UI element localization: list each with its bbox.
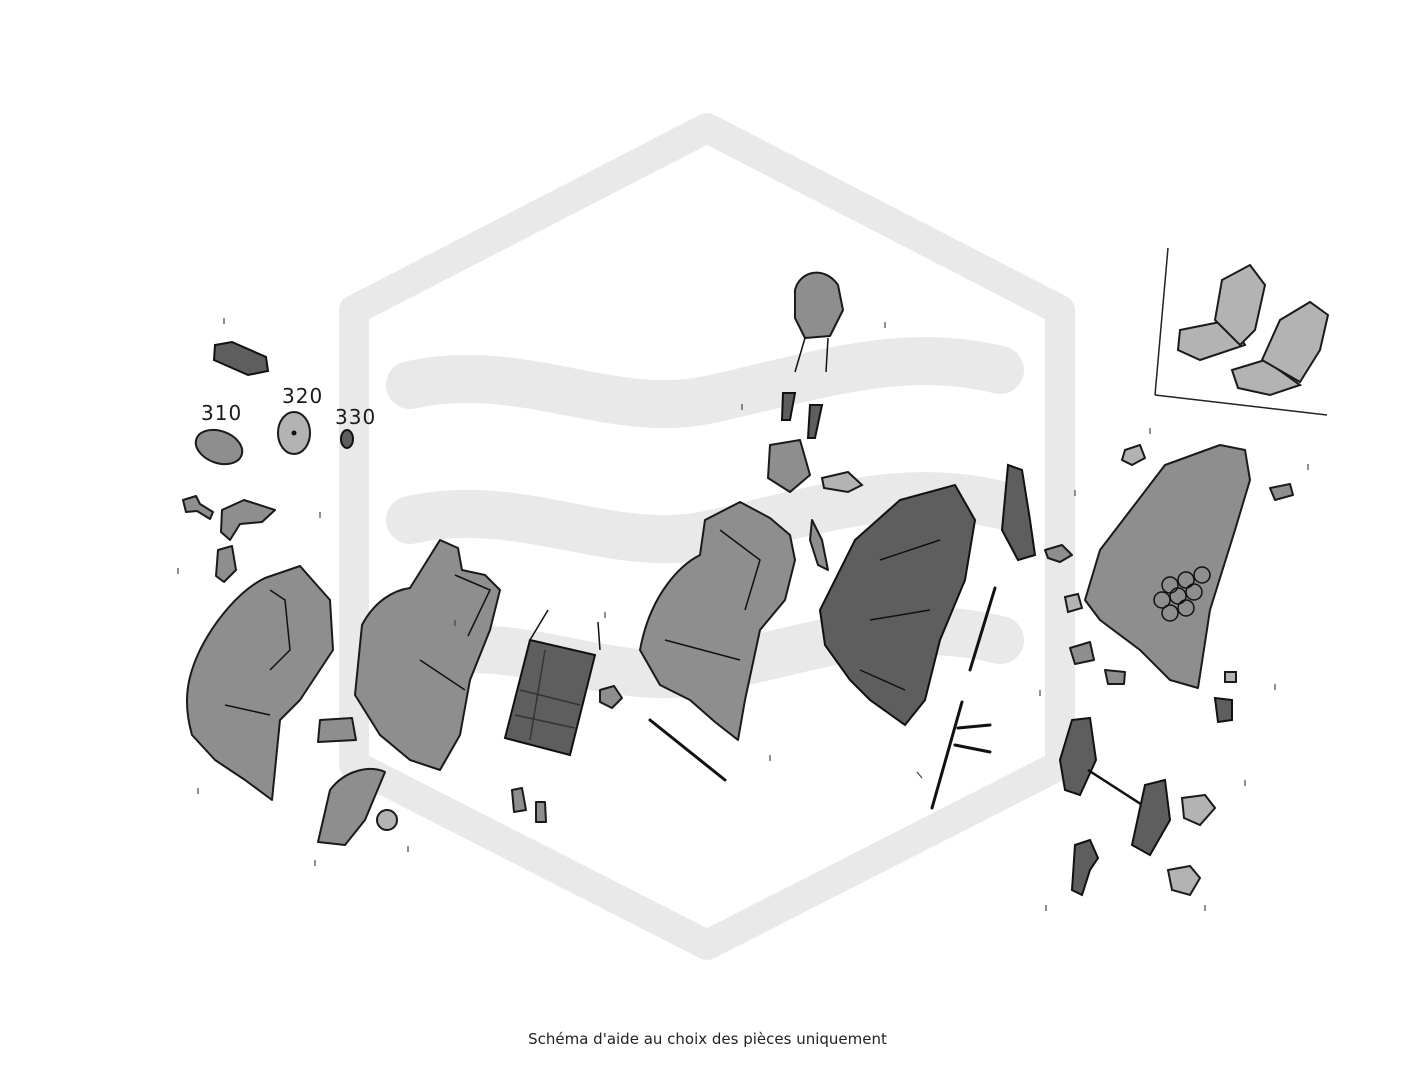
wire-rods-part: [930, 586, 997, 810]
back-panel-part: [1084, 444, 1251, 689]
rod-part: [648, 718, 727, 782]
leader-ticks: [177, 318, 1309, 911]
honeycomb-vent: [1153, 566, 1211, 622]
backrest-cover-part: [186, 565, 334, 801]
backrest-foam-part: [354, 539, 501, 771]
emblem-310-part: [194, 428, 244, 466]
callout-330: 330: [335, 405, 376, 429]
small-parts-left: 310 320 330: [182, 340, 376, 583]
inset-seat-view: [1154, 247, 1330, 416]
side-bracket-part: [1000, 463, 1037, 562]
diagram-caption: Schéma d'aide au choix des pièces unique…: [528, 1030, 887, 1048]
heating-mat-part: [503, 609, 601, 757]
clip-part: [220, 499, 276, 541]
callout-320: 320: [282, 384, 323, 408]
bracket-part: [212, 340, 270, 377]
backrest-frame-part: [818, 483, 977, 727]
recliner-mechanism-part: [1058, 716, 1217, 897]
ring-330-part: [340, 429, 354, 449]
side-clip-part: [809, 519, 829, 571]
screw-part: [215, 545, 237, 583]
fastener-part: [599, 685, 623, 709]
callout-310: 310: [201, 401, 242, 425]
small-parts-right: [1044, 443, 1294, 724]
headrest-part: [767, 271, 864, 494]
backrest-shell-part: [639, 501, 796, 741]
bolt-part: [182, 495, 214, 520]
lower-left-parts: [317, 717, 547, 846]
